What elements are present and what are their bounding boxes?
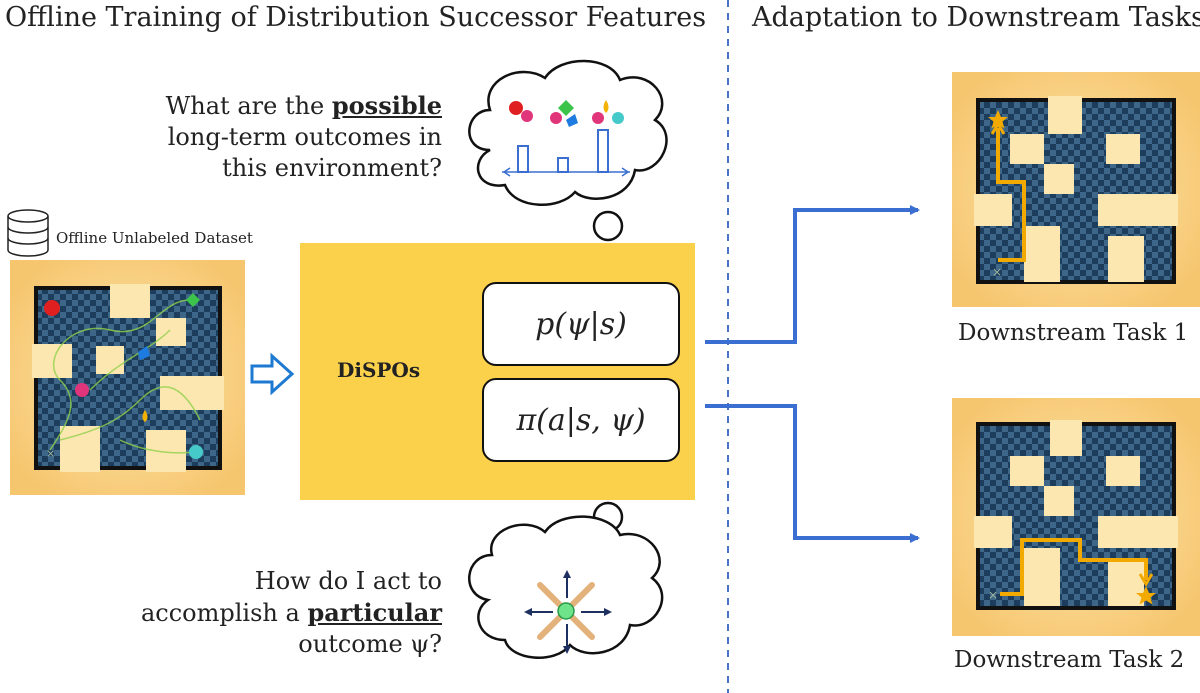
- dataset-label: Offline Unlabeled Dataset: [56, 229, 253, 247]
- question-line: What are the possible: [110, 90, 442, 122]
- question-line: long-term outcomes in: [167, 123, 442, 151]
- question-text: accomplish a: [140, 599, 308, 627]
- dispos-label: DiSPOs: [337, 358, 421, 382]
- question-line: outcome ψ?: [298, 630, 442, 658]
- policy-thought-cloud: [468, 515, 664, 659]
- left-section-heading: Offline Training of Distribution Success…: [5, 2, 707, 33]
- svg-text:×: ×: [988, 588, 998, 602]
- dataset-maze: ×: [10, 260, 245, 495]
- action-question: How do I act to accomplish a particular …: [110, 566, 442, 660]
- question-emphasis: particular: [307, 598, 442, 627]
- task2-caption: Downstream Task 2: [954, 647, 1185, 673]
- thought-bubble: [592, 210, 624, 242]
- question-emphasis: possible: [331, 91, 442, 120]
- question-line: How do I act to: [254, 567, 442, 595]
- task2-maze: ×: [952, 398, 1200, 636]
- svg-text:×: ×: [46, 447, 55, 460]
- question-text: What are the: [165, 92, 332, 120]
- database-icon: [7, 209, 49, 257]
- outcome-model-box: p(ψ|s): [482, 282, 680, 366]
- task1-maze: ×: [952, 72, 1200, 307]
- outcome-thought-cloud: [468, 59, 668, 206]
- outcomes-question: What are the possible long-term outcomes…: [110, 90, 442, 184]
- right-section-heading: Adaptation to Downstream Tasks: [752, 2, 1200, 33]
- task2-connector-arrow: [705, 404, 920, 543]
- input-arrow-icon: [250, 352, 295, 396]
- question-line: accomplish a particular: [110, 597, 442, 629]
- policy-box: π(a|s, ψ): [482, 378, 680, 462]
- question-line: this environment?: [222, 154, 442, 182]
- task1-connector-arrow: [705, 205, 920, 344]
- task1-caption: Downstream Task 1: [958, 320, 1189, 346]
- svg-text:×: ×: [992, 265, 1002, 279]
